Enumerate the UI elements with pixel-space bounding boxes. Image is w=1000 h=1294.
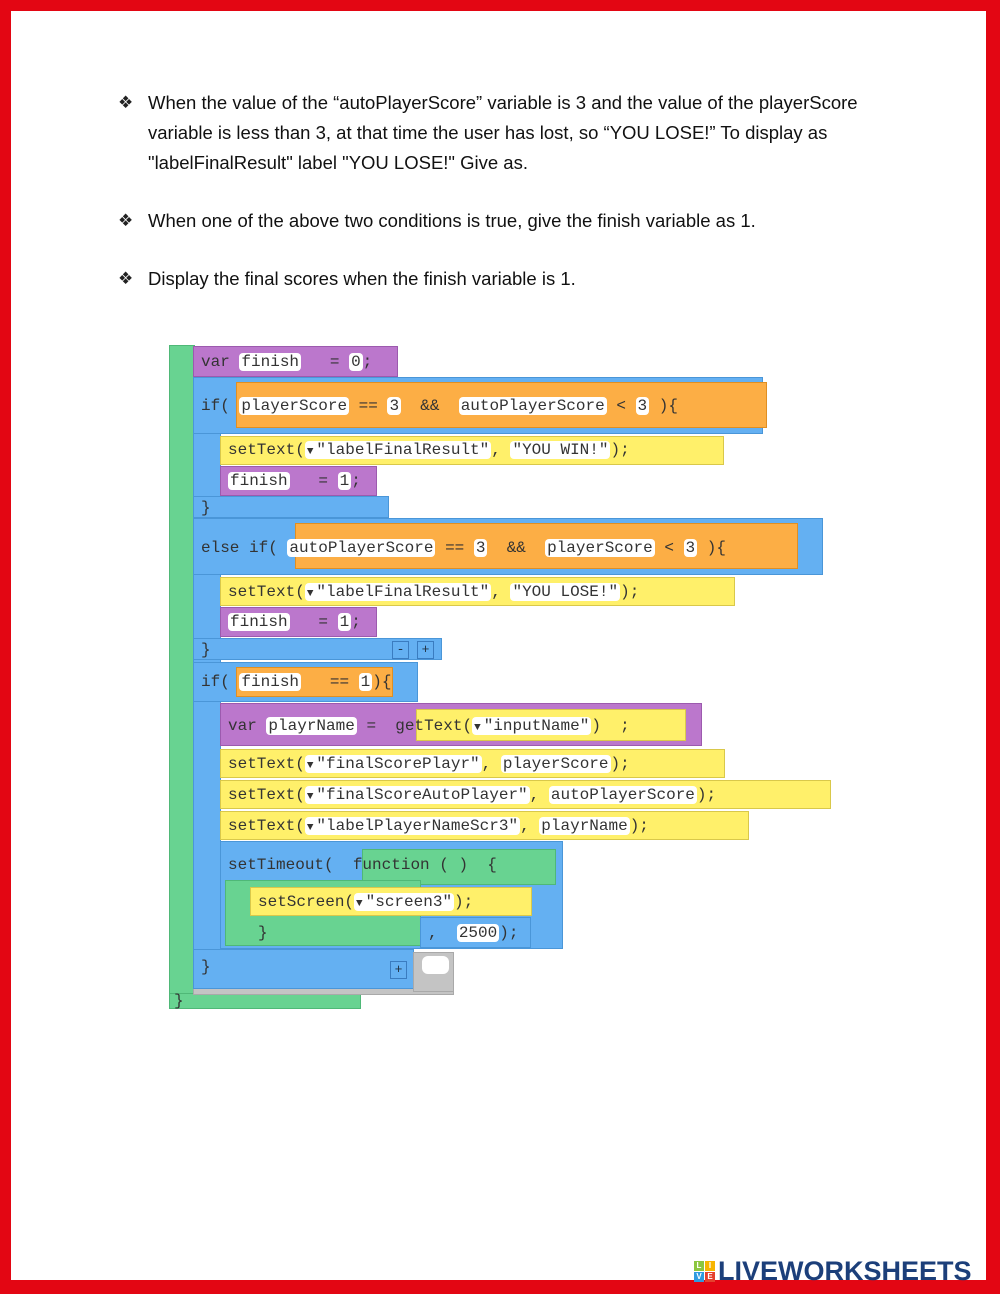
settext-player-name: setText(▼"labelPlayerNameScr3", playrNam… (228, 817, 649, 835)
dropdown-arrow-icon: ▼ (306, 760, 314, 772)
if-finish-condition: if( finish == 1){ (201, 673, 392, 691)
dropdown-arrow-icon: ▼ (474, 722, 481, 734)
bullet-icon: ❖ (118, 269, 134, 288)
instruction-3: Display the final scores when the finish… (148, 268, 576, 289)
dropdown-arrow-icon: ▼ (306, 822, 314, 834)
if-win-condition: if( playerScore == 3 && autoPlayerScore … (201, 397, 678, 415)
red-border-left (0, 0, 11, 1294)
if-finish-close-brace: } (201, 958, 211, 976)
outer-close-brace: } (174, 992, 184, 1010)
timeout-delay: , 2500); (428, 924, 519, 942)
if-close-brace: } (201, 499, 211, 517)
red-border-bottom (0, 1280, 1000, 1294)
dropdown-arrow-icon: ▼ (306, 791, 314, 803)
function-close-brace: } (258, 924, 268, 942)
var-finish-statement: var finish = 0; (201, 353, 373, 371)
finish-assign-1: finish = 1; (228, 472, 361, 490)
bullet-icon: ❖ (118, 93, 134, 112)
dropdown-arrow-icon: ▼ (306, 446, 314, 458)
else-close-brace: } (201, 641, 211, 659)
settext-you-win: setText(▼"labelFinalResult", "YOU WIN!")… (228, 441, 630, 459)
settext-you-lose: setText(▼"labelFinalResult", "YOU LOSE!"… (228, 583, 640, 601)
remove-else-button[interactable]: - (392, 641, 409, 659)
else-if-lose-condition: else if( autoPlayerScore == 3 && playerS… (201, 539, 726, 557)
dropdown-arrow-icon: ▼ (356, 898, 363, 910)
empty-slot (422, 956, 449, 974)
dropdown-arrow-icon: ▼ (306, 588, 314, 600)
var-playrname-statement: var playrName = getText(▼"inputName") ; (228, 717, 630, 735)
bullet-icon: ❖ (118, 211, 134, 230)
finish-assign-1: finish = 1; (228, 613, 361, 631)
setscreen-statement: setScreen(▼"screen3"); (258, 893, 474, 911)
add-else-button[interactable]: + (417, 641, 434, 659)
settext-final-score-auto: setText(▼"finalScoreAutoPlayer", autoPla… (228, 786, 717, 804)
add-else-button[interactable]: + (390, 961, 407, 979)
red-border-top (0, 0, 1000, 11)
instruction-2: When one of the above two conditions is … (148, 210, 756, 231)
settext-final-score-player: setText(▼"finalScorePlayr", playerScore)… (228, 755, 630, 773)
settimeout-header: setTimeout( function ( ) { (228, 856, 497, 874)
instruction-1: When the value of the “autoPlayerScore” … (148, 92, 858, 173)
red-border-right (986, 0, 1000, 1294)
